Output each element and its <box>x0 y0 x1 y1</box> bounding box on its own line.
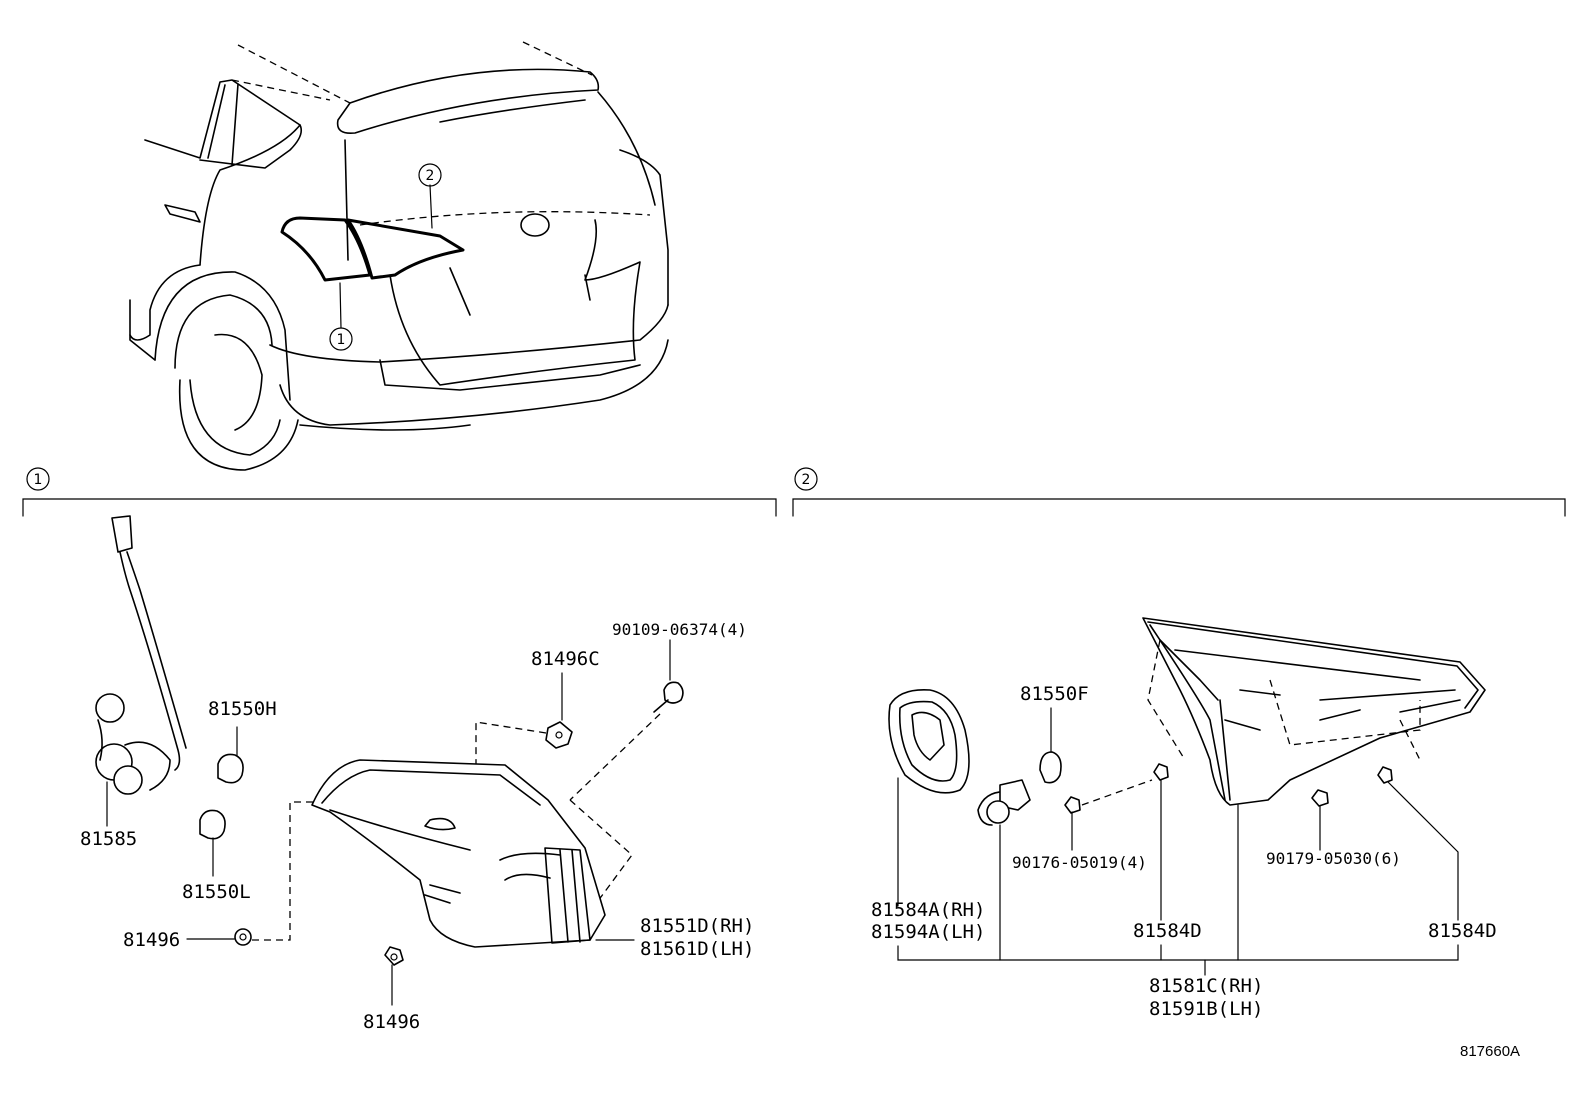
label-90179: 90179-05030(6) <box>1266 849 1401 868</box>
rear-lamp-81581C <box>1142 617 1486 961</box>
screw-90179 <box>1311 789 1329 851</box>
grommet-81584D-mid <box>1153 763 1169 921</box>
label-81594A: 81594A(LH) <box>871 921 985 943</box>
label-81496-left: 81496 <box>123 929 180 951</box>
label-81550H: 81550H <box>208 698 277 720</box>
screw-90176 <box>1064 779 1153 851</box>
diagram-code: 817660A <box>1460 1043 1520 1060</box>
label-90176: 90176-05019(4) <box>1012 853 1147 872</box>
label-81581C: 81581C(RH) <box>1149 975 1263 997</box>
bulb-81550F <box>1039 707 1062 784</box>
label-81561D: 81561D(LH) <box>640 938 754 960</box>
label-81496-bottom: 81496 <box>363 1011 420 1033</box>
callout-1-vehicle: 1 <box>329 327 353 351</box>
socket-wire-section2 <box>977 779 1031 961</box>
svg-text:1: 1 <box>34 472 43 488</box>
rear-combination-lamp-81551D <box>311 759 635 948</box>
grommet-81584D-right <box>1377 766 1459 921</box>
label-90109: 90109-06374(4) <box>612 620 747 639</box>
screw-90109 <box>569 639 684 906</box>
rear-lamp-outline <box>346 218 465 280</box>
gasket-81584A <box>888 688 970 907</box>
callout-2-vehicle: 2 <box>418 163 442 187</box>
bulb-81550L <box>199 809 226 877</box>
label-81550F: 81550F <box>1020 683 1089 705</box>
grommet-81496-left <box>186 801 320 946</box>
vehicle-rear-view <box>129 41 669 471</box>
svg-text:2: 2 <box>802 472 811 488</box>
label-81584D-right: 81584D <box>1428 920 1497 942</box>
label-81584D-mid: 81584D <box>1133 920 1202 942</box>
label-81496C: 81496C <box>531 648 600 670</box>
label-81585: 81585 <box>80 828 137 850</box>
label-81591B: 81591B(LH) <box>1149 998 1263 1020</box>
section-2-header: 2 <box>792 467 1566 517</box>
assembly-bracket-81581C <box>897 944 1459 976</box>
label-81584A: 81584A(RH) <box>871 899 985 921</box>
svg-text:1: 1 <box>337 332 346 348</box>
section-1-header: 1 <box>22 467 777 517</box>
svg-text:2: 2 <box>426 168 435 184</box>
combination-lamp-outline <box>280 216 372 282</box>
bulb-81550H <box>217 726 244 784</box>
label-81550L: 81550L <box>182 881 251 903</box>
clip-81496C <box>475 672 573 780</box>
grommet-81496-bottom <box>384 946 404 1006</box>
socket-wire-81585 <box>95 515 187 827</box>
label-81551D: 81551D(RH) <box>640 915 754 937</box>
